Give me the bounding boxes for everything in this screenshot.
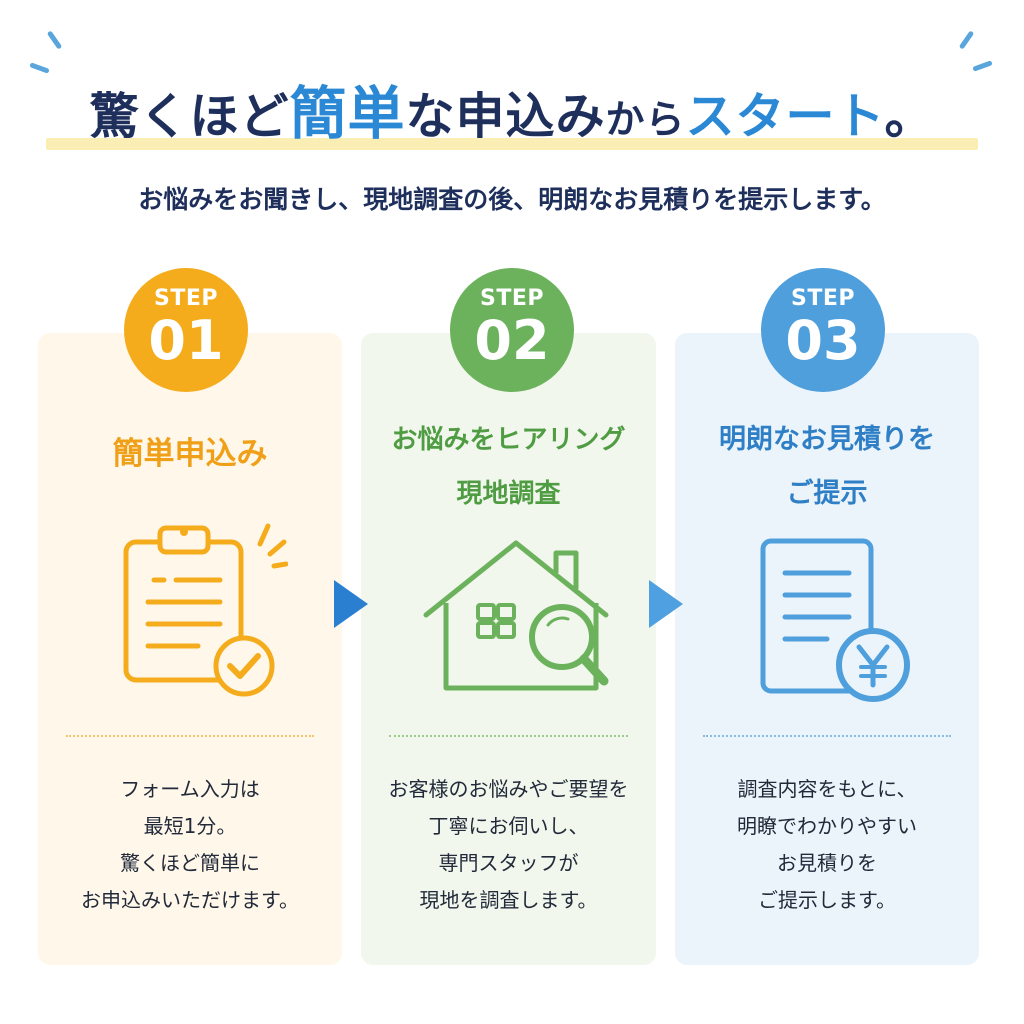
step-title-line: お悩みをヒアリング — [391, 425, 626, 455]
step-title-line: 現地調査 — [456, 479, 561, 509]
step-card-3: 明朗なお見積りを ご提示 調査内容をもとに、 明瞭でわかりやすい お見積りを ご… — [675, 333, 979, 965]
step-label: STEP — [153, 286, 218, 311]
step-badge-1: STEP 01 — [124, 268, 248, 392]
page-title: 驚くほど簡単な申込みからスタート。 — [40, 68, 984, 150]
step-description: フォーム入力は 最短1分。 驚くほど簡単に お申込みいただけます。 — [38, 771, 342, 919]
accent-stroke-left-1 — [46, 30, 63, 50]
title-part: な申込み — [405, 88, 606, 145]
accent-stroke-right-1 — [958, 30, 975, 50]
step-description: お客様のお悩みやご要望を 丁寧にお伺いし、 専門スタッフが 現地を調査します。 — [361, 771, 656, 919]
page-subtitle: お悩みをお聞きし、現地調査の後、明朗なお見積りを提示します。 — [138, 185, 886, 214]
description-line: 明瞭でわかりやすい — [737, 814, 917, 838]
description-line: お客様のお悩みやご要望を — [388, 777, 629, 801]
step-divider — [66, 735, 314, 737]
title-part: から — [605, 98, 686, 143]
description-line: 驚くほど簡単に — [120, 851, 260, 875]
next-step-arrow-icon — [649, 580, 683, 628]
clipboard-check-icon — [123, 523, 288, 697]
title-part: 驚くほど — [89, 88, 290, 145]
description-line: 調査内容をもとに、 — [737, 777, 917, 801]
step-divider — [703, 735, 951, 737]
step-description: 調査内容をもとに、 明瞭でわかりやすい お見積りを ご提示します。 — [675, 771, 979, 919]
step-divider — [389, 735, 628, 737]
next-step-arrow-icon — [334, 580, 368, 628]
description-line: 丁寧にお伺いし、 — [428, 814, 589, 838]
description-line: 最短1分。 — [143, 814, 237, 838]
title-part: 。 — [884, 88, 935, 145]
step-badge-3: STEP 03 — [761, 268, 885, 392]
title-emphasis: 簡単 — [289, 81, 406, 147]
headline-block: 驚くほど簡単な申込みからスタート。 — [40, 62, 984, 152]
step-number: 02 — [474, 309, 550, 372]
step-title: 簡単申込み — [38, 427, 342, 481]
step-label: STEP — [479, 286, 544, 311]
headline-highlight — [46, 138, 978, 150]
document-yen-icon — [760, 538, 910, 702]
description-line: お申込みいただけます。 — [81, 888, 299, 912]
title-emphasis: スタート — [685, 88, 885, 145]
step-card-1: 簡単申込み フォーム入力は 最短1分。 驚くほど簡単に お申込みいただけます。 — [38, 333, 342, 965]
step-title-line: ご提示 — [786, 478, 868, 509]
house-search-icon — [423, 540, 609, 691]
step-number: 01 — [148, 309, 224, 372]
description-line: 専門スタッフが — [438, 851, 579, 875]
step-number: 03 — [785, 309, 861, 372]
description-line: お見積りを — [777, 851, 877, 875]
step-label: STEP — [790, 286, 855, 311]
description-line: フォーム入力は — [120, 777, 260, 801]
step-title-line: 簡単申込み — [112, 436, 268, 472]
description-line: 現地を調査します。 — [419, 888, 598, 912]
step-badge-2: STEP 02 — [450, 268, 574, 392]
step-title-line: 明朗なお見積りを — [719, 424, 935, 455]
step-title: お悩みをヒアリング 現地調査 — [361, 413, 656, 521]
step-title: 明朗なお見積りを ご提示 — [675, 413, 979, 521]
description-line: ご提示します。 — [758, 888, 896, 912]
step-card-2: お悩みをヒアリング 現地調査 お客様のお悩みやご要望を 丁寧にお伺いし、 専門ス… — [361, 333, 656, 965]
